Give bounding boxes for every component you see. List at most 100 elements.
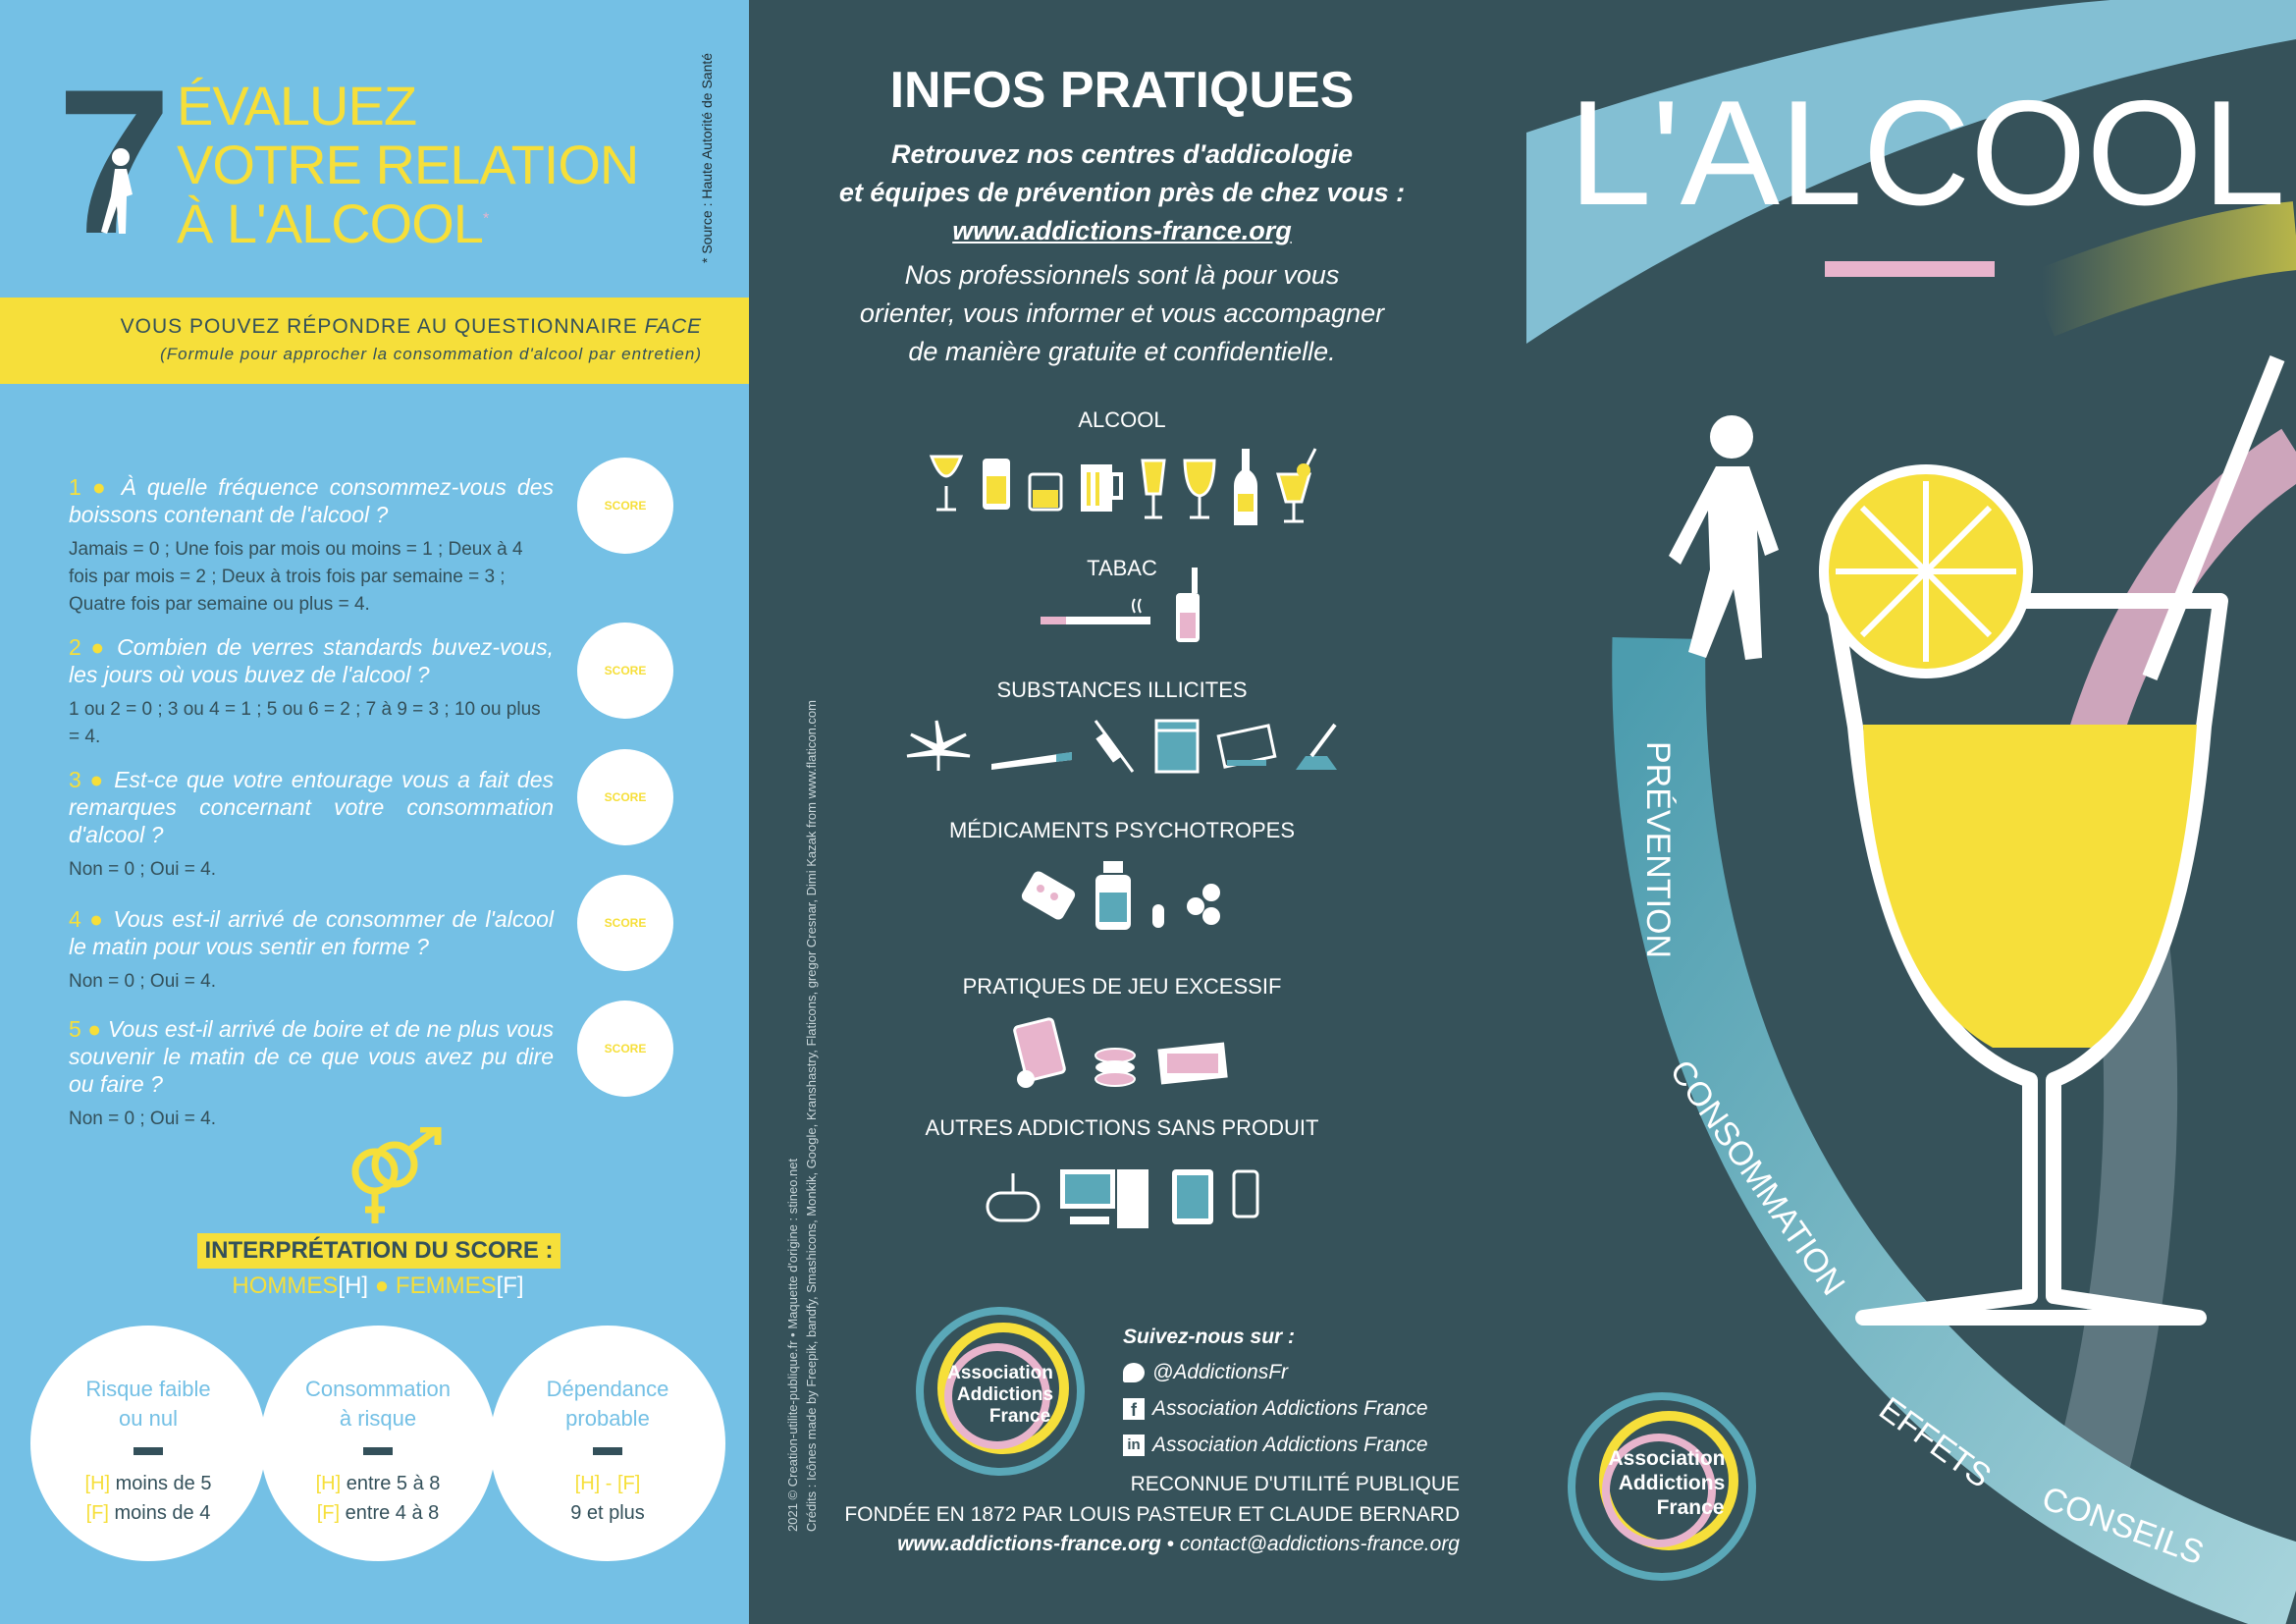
syringe-icon [1094, 720, 1135, 773]
substances-icons [749, 717, 1495, 776]
pill-blister-icon [1021, 871, 1076, 920]
question-3: 3 ● Est-ce que votre entourage vous a fa… [69, 767, 554, 880]
footer-website-link[interactable]: www.addictions-france.org [897, 1533, 1161, 1555]
title-line-3: À L'ALCOOL* [177, 192, 489, 254]
capsule-icon [1152, 904, 1164, 928]
champagne-flute-icon [1141, 459, 1166, 519]
wine-bottle-icon [1234, 449, 1257, 525]
twitter-icon [1123, 1363, 1145, 1382]
score-field-4[interactable]: SCORE [577, 875, 673, 971]
pills-bag-icon [1154, 719, 1200, 774]
twitter-link[interactable]: @AddictionsFr [1123, 1361, 1288, 1384]
pink-arc [2055, 428, 2296, 792]
arc-word-prevention: PRÉVENTION [1639, 741, 1677, 958]
contact-line: www.addictions-france.org • contact@addi… [897, 1533, 1460, 1555]
powder-icon [1296, 723, 1337, 770]
walking-person-icon [101, 148, 133, 234]
category-jeu: PRATIQUES DE JEU EXCESSIF [962, 974, 1282, 999]
svg-text:France: France [1657, 1496, 1725, 1519]
category-sans-produit: AUTRES ADDICTIONS SANS PRODUIT [925, 1115, 1319, 1140]
arc-word-conseils: CONSEILS [2037, 1480, 2209, 1573]
svg-text:Addictions: Addictions [1619, 1472, 1726, 1494]
recognition-text: RECONNUE D'UTILITÉ PUBLIQUE [1130, 1473, 1460, 1495]
alcool-icons [749, 447, 1495, 527]
category-tabac: TABAC [1087, 556, 1157, 580]
linkedin-icon: in [1123, 1435, 1145, 1456]
question-5: 5 ● Vous est-il arrivé de boire et de ne… [69, 1016, 554, 1129]
question-1: 1 ● À quelle fréquence consommez-vous de… [69, 474, 554, 615]
svg-text:France: France [989, 1406, 1050, 1427]
whisky-glass-icon [1028, 472, 1063, 512]
beer-mug-icon [1081, 464, 1123, 512]
jeu-icons [749, 1016, 1495, 1091]
svg-text:Addictions: Addictions [957, 1384, 1053, 1405]
arc-word-effets: EFFETS [1872, 1390, 1998, 1495]
face-banner: VOUS POUVEZ RÉPONDRE AU QUESTIONNAIRE FA… [0, 298, 749, 384]
beer-can-icon [983, 459, 1010, 510]
joint-icon [991, 752, 1072, 770]
tabac-icons [749, 558, 1495, 646]
straw [2142, 355, 2285, 680]
pink-divider [1825, 261, 1995, 277]
cannabis-leaf-icon [906, 720, 971, 771]
medicine-bottle-icon [1095, 861, 1131, 930]
category-substances: SUBSTANCES ILLICITES [996, 677, 1248, 702]
questionnaire-panel: 7 ÉVALUEZ VOTRE RELATION À L'ALCOOL* * S… [0, 0, 749, 1624]
svg-text:Association: Association [947, 1363, 1053, 1383]
cocktail-glass-icon [929, 455, 964, 512]
facebook-icon: f [1123, 1398, 1145, 1420]
medicaments-icons [749, 859, 1495, 934]
casino-chips-icon [1095, 1048, 1136, 1087]
olive-swoosh [2029, 201, 2296, 337]
arc-word-consommation: CONSOMMATION [1662, 1054, 1851, 1302]
playing-cards-icon [1013, 1017, 1066, 1088]
website-link[interactable]: www.addictions-france.org [952, 216, 1292, 245]
teal-band [1612, 637, 2296, 1624]
tablets-icon [1187, 884, 1220, 925]
infos-title: INFOS PRATIQUES [889, 62, 1355, 119]
tablet-icon [1172, 1169, 1213, 1224]
cocktail-glass-illustration [1819, 355, 2285, 1326]
score-field-3[interactable]: SCORE [577, 749, 673, 845]
smartphone-icon [1232, 1169, 1259, 1218]
association-logo-cover: Association Addictions France [1568, 1392, 1756, 1581]
cocktail-icon [1276, 448, 1317, 523]
gamepad-icon [986, 1173, 1041, 1222]
association-logo: Association Addictions France [916, 1307, 1085, 1476]
vape-icon [1176, 568, 1200, 642]
cigarette-icon [1041, 598, 1150, 624]
score-field-1[interactable]: SCORE [577, 458, 673, 554]
email-link[interactable]: contact@addictions-france.org [1179, 1533, 1460, 1555]
score-interpretation-heading: INTERPRÉTATION DU SCORE : [197, 1233, 561, 1269]
follow-label: Suivez-nous sur : [1123, 1326, 1296, 1348]
banknotes-icon [1157, 1042, 1228, 1085]
category-medicaments: MÉDICAMENTS PSYCHOTROPES [948, 818, 1296, 842]
sans-produit-icons [749, 1164, 1495, 1232]
score-field-5[interactable]: SCORE [577, 1001, 673, 1097]
walking-person-icon [1669, 415, 1779, 660]
source-note: * Source : Haute Autorité de Santé [699, 52, 715, 263]
svg-text:Association: Association [1608, 1447, 1725, 1470]
lemon-slice [1819, 464, 2033, 678]
credits-note: 2021 © Creation-utilite-publique.fr • Ma… [785, 699, 819, 1532]
cover-title: L'ALCOOL [1569, 70, 2285, 237]
founded-text: FONDÉE EN 1872 PAR LOUIS PASTEUR ET CLAU… [844, 1503, 1460, 1526]
blue-swoosh [1526, 0, 2296, 344]
gender-symbols-icon [351, 1127, 442, 1223]
cocaine-card-icon [1216, 724, 1277, 769]
title-line-2: VOTRE RELATION [177, 134, 639, 195]
wine-glass-icon [1183, 459, 1216, 519]
question-4: 4 ● Vous est-il arrivé de consommer de l… [69, 906, 555, 992]
category-alcool: ALCOOL [1078, 407, 1166, 432]
question-2: 2 ● Combien de verres standards buvez-vo… [69, 634, 554, 747]
grey-arc [2055, 797, 2178, 1483]
computer-icon [1060, 1169, 1148, 1228]
score-field-2[interactable]: SCORE [577, 623, 673, 719]
gender-legend: HOMMES[H] ● FEMMES[F] [232, 1272, 524, 1299]
infos-intro: Retrouvez nos centres d'addicologie et é… [749, 135, 1495, 371]
